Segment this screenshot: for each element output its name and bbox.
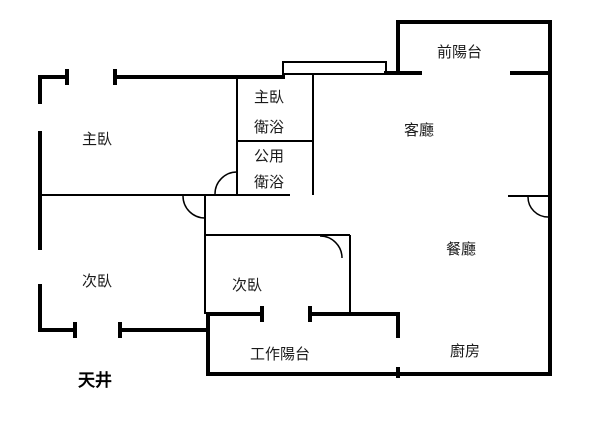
- label-light-well: 天井: [78, 371, 112, 391]
- interior-walls: [40, 61, 550, 314]
- label-second-bedroom-left: 次臥: [82, 272, 113, 290]
- label-utility-balcony: 工作陽台: [250, 345, 311, 363]
- label-living-room: 客廳: [404, 121, 435, 139]
- label-master-bath-2: 衛浴: [254, 118, 285, 136]
- label-second-bedroom-center: 次臥: [232, 276, 263, 294]
- door-stops: [65, 69, 400, 378]
- label-public-bath-1: 公用: [254, 147, 285, 165]
- walls: [38, 20, 552, 376]
- label-kitchen: 廚房: [450, 342, 481, 360]
- label-front-balcony: 前陽台: [437, 43, 483, 61]
- label-master-bath-1: 主臥: [254, 88, 285, 106]
- label-dining-room: 餐廳: [446, 240, 477, 258]
- label-master-bedroom: 主臥: [82, 130, 113, 148]
- door-swings: [182, 171, 549, 259]
- label-public-bath-2: 衛浴: [254, 173, 285, 191]
